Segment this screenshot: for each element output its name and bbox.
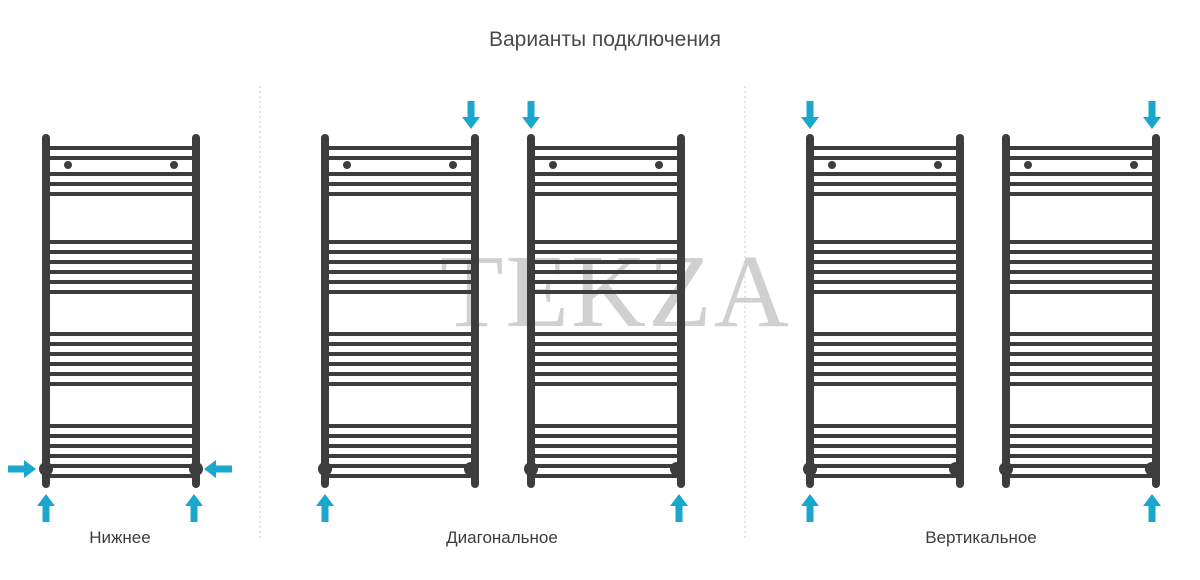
label-diagonal: Диагональное xyxy=(446,528,558,547)
arrow-up-icon xyxy=(670,494,688,522)
radiator-bottom xyxy=(39,134,203,488)
radiator-vertical-1 xyxy=(803,134,964,488)
arrow-up-icon xyxy=(316,494,334,522)
arrow-down-icon xyxy=(462,101,480,129)
arrow-left-icon xyxy=(204,460,232,478)
radiator-diagonal-2 xyxy=(524,134,685,488)
arrow-up-icon xyxy=(801,494,819,522)
arrow-down-icon xyxy=(801,101,819,129)
arrow-up-icon xyxy=(185,494,203,522)
arrow-up-icon xyxy=(1143,494,1161,522)
arrow-down-icon xyxy=(1143,101,1161,129)
diagram-title: Варианты подключения xyxy=(488,28,722,51)
radiator-diagonal-1 xyxy=(318,134,479,488)
label-bottom: Нижнее xyxy=(89,528,151,547)
arrow-down-icon xyxy=(522,101,540,129)
label-vertical: Вертикальное xyxy=(925,528,1037,547)
arrow-up-icon xyxy=(37,494,55,522)
arrow-right-icon xyxy=(8,460,36,478)
radiator-vertical-2 xyxy=(999,134,1160,488)
